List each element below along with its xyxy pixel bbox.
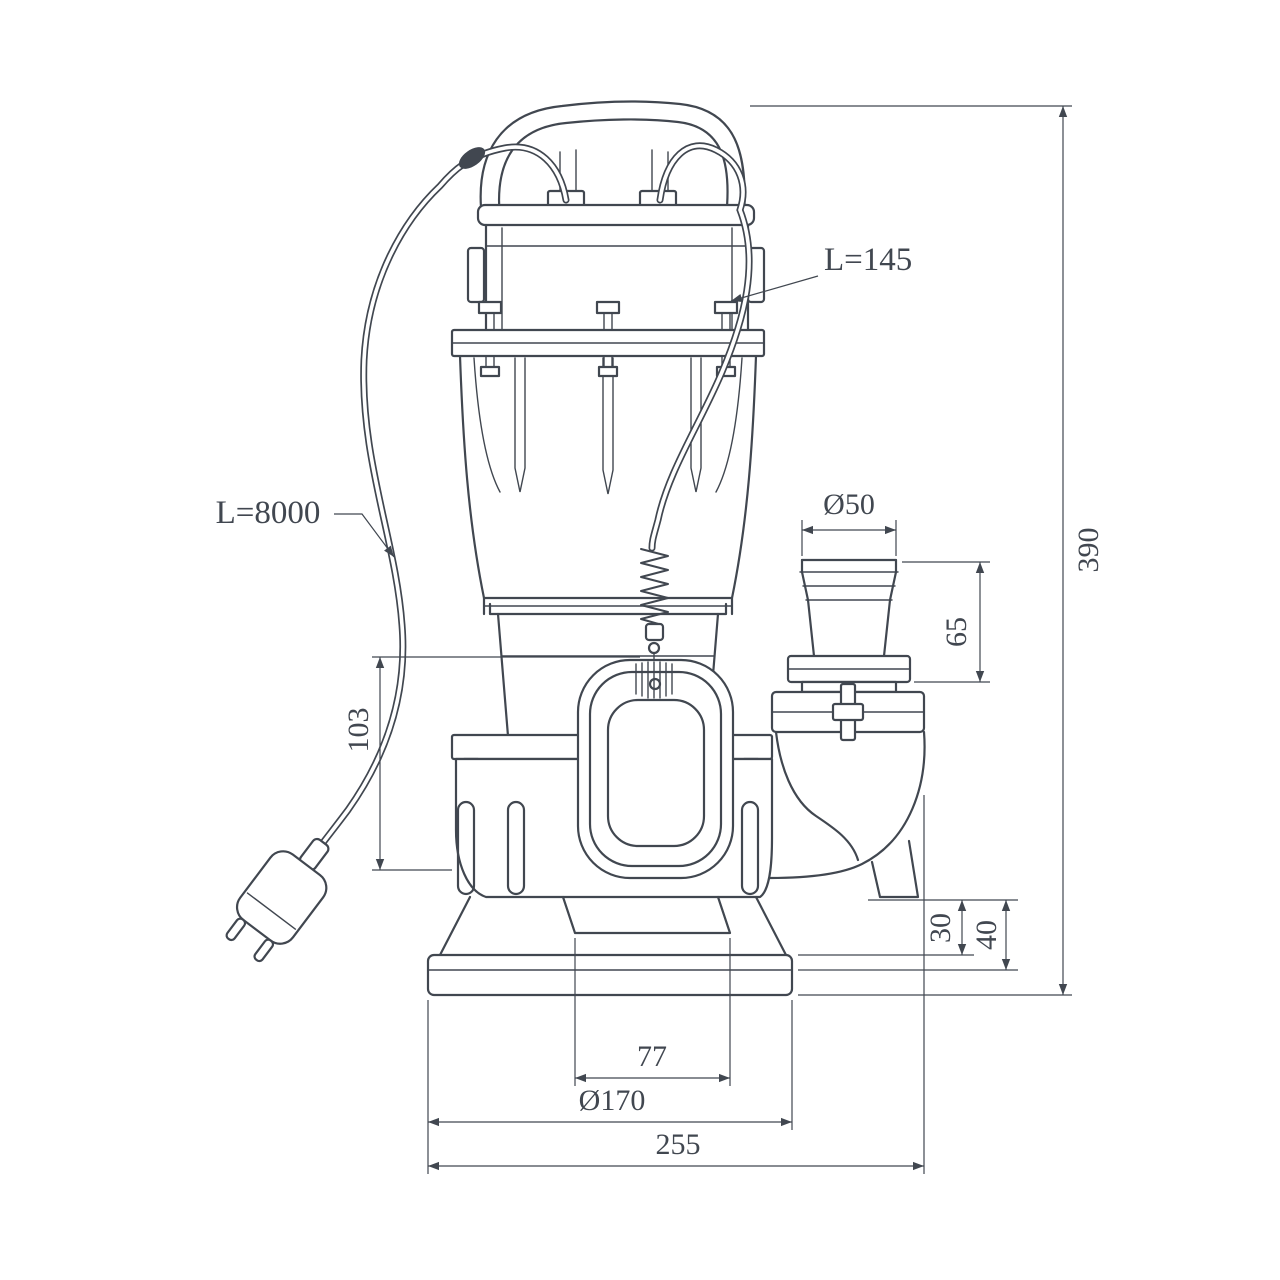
dim-label-outlet-diameter: Ø50 <box>823 488 875 521</box>
dim-outlet-connector-height: 65 <box>902 561 990 683</box>
discharge-outlet <box>768 558 926 899</box>
pump-body <box>458 354 758 616</box>
plug-pin <box>225 917 247 942</box>
hose-barb-connector <box>786 558 912 694</box>
dim-overall-width: 255 <box>428 795 925 1174</box>
dimensions: Ø50 65 390 103 30 40 <box>216 105 1105 1174</box>
clamp-flange <box>450 300 766 378</box>
dim-label-overall-height: 390 <box>1072 528 1105 573</box>
dim-outlet-bottom-offset: 30 <box>798 899 1018 956</box>
dim-label-outlet-bottom-offset: 30 <box>924 913 957 943</box>
dim-outlet-diameter: Ø50 <box>801 488 897 556</box>
leader-power-cord-length: L=8000 <box>216 495 395 558</box>
leader-float-cable-length: L=145 <box>730 242 912 302</box>
dim-body-diameter: Ø170 <box>427 1000 793 1174</box>
dim-base-height: 40 <box>798 900 1018 971</box>
dim-label-base-height: 40 <box>970 920 1003 950</box>
cable-grommet <box>458 147 486 169</box>
dim-label-foot-spacing: 77 <box>637 1040 667 1073</box>
plug-pin <box>253 938 275 963</box>
dim-label-body-diameter: Ø170 <box>579 1084 646 1117</box>
dim-label-overall-width: 255 <box>656 1128 701 1161</box>
base-stand <box>426 895 794 997</box>
dim-overall-height: 390 <box>750 105 1105 996</box>
float-switch <box>576 548 735 880</box>
power-cable <box>225 143 570 963</box>
clamp-ring <box>770 682 926 742</box>
carry-handle <box>479 100 746 220</box>
dim-float-section-height: 103 <box>342 656 640 871</box>
dim-label-float-section-height: 103 <box>342 708 375 753</box>
submersible-pump <box>225 100 926 997</box>
outlet-elbow <box>768 730 926 899</box>
cable-coil <box>640 548 669 626</box>
dim-foot-spacing: 77 <box>574 938 731 1086</box>
dim-label-outlet-connector-height: 65 <box>940 617 973 647</box>
power-plug <box>225 837 330 963</box>
dim-label-power-cord-length: L=8000 <box>216 495 321 531</box>
dim-label-float-cable-length: L=145 <box>824 242 912 278</box>
